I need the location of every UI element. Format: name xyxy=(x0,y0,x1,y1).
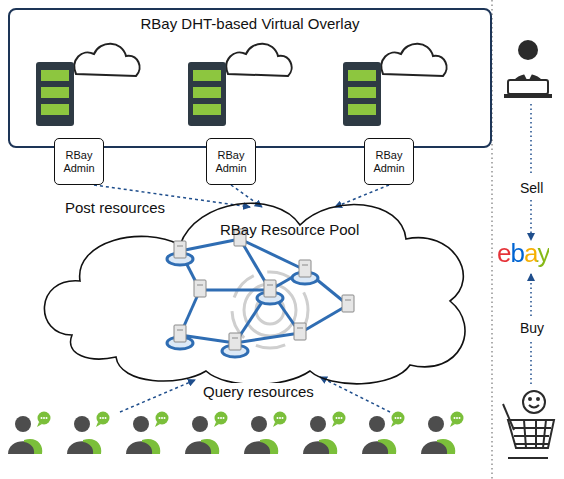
logo-text: ebay xyxy=(497,238,549,269)
arrow-label: Query resources xyxy=(201,383,316,400)
node-title: RBay Resource Pool xyxy=(220,221,359,238)
admin-box: RBay Admin xyxy=(206,138,256,185)
post-arrow xyxy=(335,185,389,207)
arrow-label: Buy xyxy=(518,320,546,336)
node-title: RBay Admin xyxy=(369,149,409,175)
admin-box: RBay Admin xyxy=(54,138,104,185)
node-title: RBay DHT-based Virtual Overlay xyxy=(10,15,490,32)
overlay-region: RBay DHT-based Virtual Overlay xyxy=(8,8,492,148)
arrow-label: Post resources xyxy=(63,199,167,216)
node-title: RBay Admin xyxy=(59,149,99,175)
node-title: RBay Admin xyxy=(211,149,251,175)
arrow-label: Sell xyxy=(518,180,545,196)
admin-box: RBay Admin xyxy=(364,138,414,185)
